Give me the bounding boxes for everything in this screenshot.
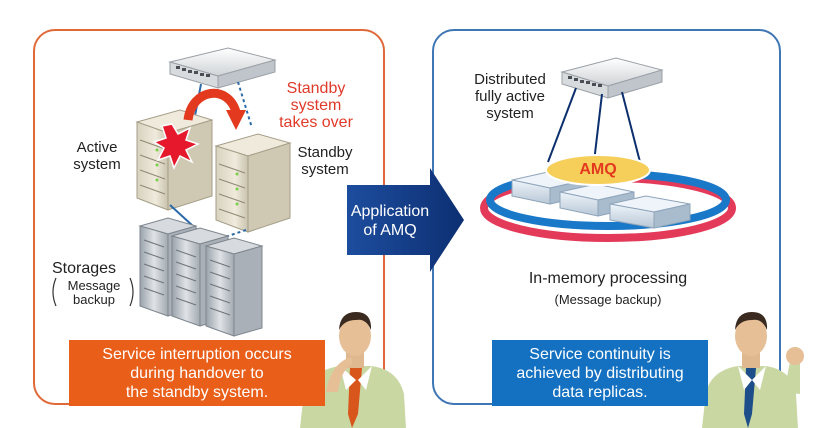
left-banner-line-1: Service interruption occurs (102, 345, 292, 363)
standby-system-line-2: system (301, 161, 349, 178)
active-system-label: Active system (62, 139, 132, 173)
confident-man-icon (702, 312, 804, 428)
right-network-switch-icon (560, 57, 664, 99)
distributed-line-2: fully active (474, 88, 546, 105)
application-line-1: Application (350, 203, 430, 220)
blade-servers-icon (511, 171, 691, 229)
left-network-switch-icon (168, 47, 277, 89)
service-interruption-banner: Service interruption occurs during hando… (69, 340, 325, 406)
application-arrow-icon (347, 168, 464, 272)
left-banner-line-2: during handover to (130, 364, 264, 382)
left-message-backup-line-1: Message (67, 278, 121, 293)
right-banner-line-1: Service continuity is (529, 345, 671, 363)
distributed-system-label: Distributed fully active system (462, 71, 558, 122)
active-system-line-1: Active (76, 139, 118, 156)
left-message-backup-label: Message backup (58, 279, 130, 307)
service-continuity-banner: Service continuity is achieved by distri… (492, 340, 708, 406)
amq-oval (545, 154, 651, 186)
active-system-line-2: system (73, 156, 121, 173)
standby-takes-over-line-1: Standby (286, 80, 346, 97)
amq-label: AMQ (579, 161, 617, 178)
failure-burst-icon (152, 123, 200, 170)
takeover-arrow-icon (183, 89, 241, 121)
application-line-2: of AMQ (363, 222, 417, 239)
standby-takes-over-line-3: takes over (279, 114, 353, 131)
application-of-amq-label: Application of AMQ (350, 202, 430, 240)
in-memory-processing-label: In-memory processing (528, 270, 688, 287)
right-banner-line-3: data replicas. (552, 383, 648, 401)
standby-takes-over-line-2: system (290, 97, 342, 114)
distributed-line-1: Distributed (474, 71, 546, 88)
right-banner-line-2: achieved by distributing (516, 364, 684, 382)
standby-server-icon (214, 133, 292, 233)
storage-racks-icon (138, 217, 264, 337)
standby-system-label: Standby system (290, 144, 360, 178)
right-message-backup-label: (Message backup) (554, 292, 662, 307)
distributed-line-3: system (486, 105, 534, 122)
standby-takes-over-label: Standby system takes over (268, 80, 364, 131)
thinking-man-icon (300, 312, 406, 428)
storages-label: Storages (52, 260, 117, 277)
left-banner-line-3: the standby system. (125, 383, 269, 401)
standby-system-line-1: Standby (297, 144, 353, 161)
left-message-backup-line-2: backup (73, 292, 115, 307)
